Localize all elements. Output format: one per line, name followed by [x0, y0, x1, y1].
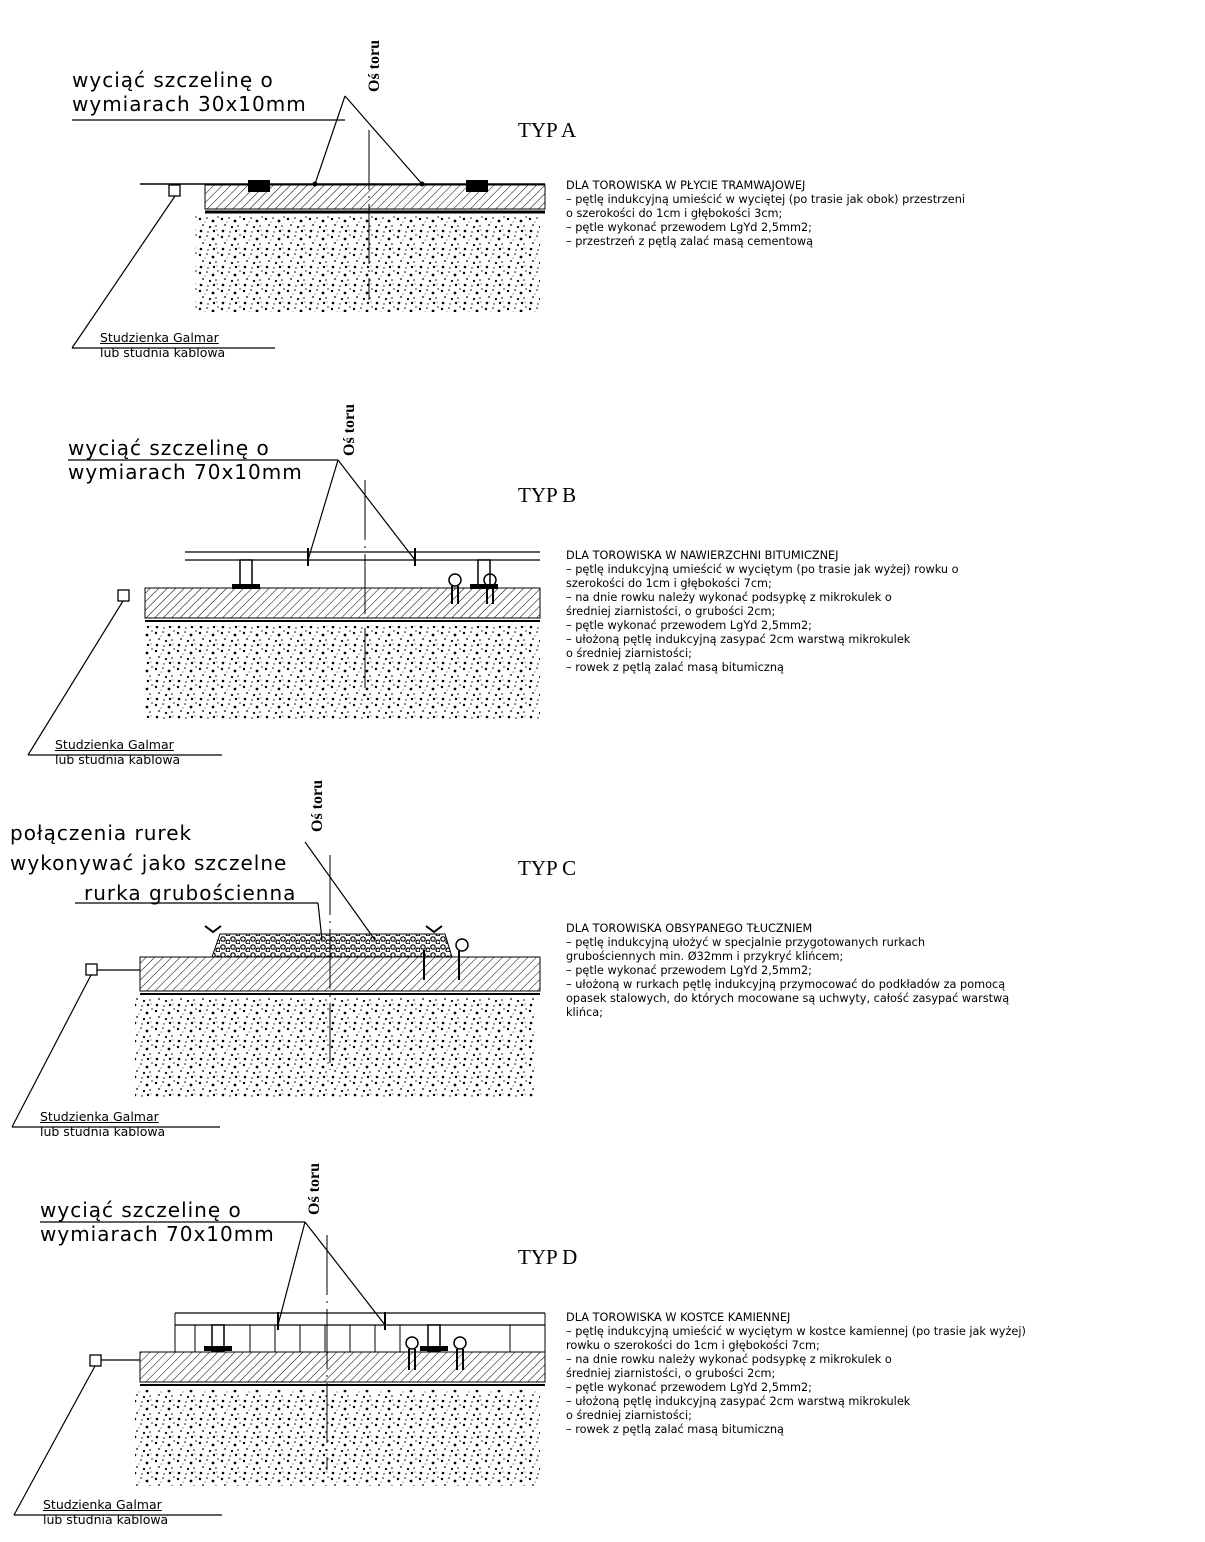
callout-line: wyciąć szczelinę o	[40, 1198, 242, 1222]
section-c-drawing	[11, 841, 541, 1128]
chamber-label: Studzienka Galmar lub studnia kablowa	[100, 330, 225, 360]
note-line: – ułożoną w rurkach pętlę indukcyjną prz…	[566, 978, 1006, 991]
callout-line: wymiarach 30x10mm	[72, 92, 307, 116]
note-line: – pętle wykonać przewodem LgYd 2,5mm2;	[566, 964, 812, 977]
callout-line: wyciąć szczelinę o	[72, 68, 274, 92]
callout-line: wyciąć szczelinę o	[68, 436, 270, 460]
notes-block: DLA TOROWISKA W NAWIERZCHNI BITUMICZNEJ …	[566, 549, 959, 675]
note-line: – przestrzeń z pętlą zalać masą cementow…	[566, 235, 814, 248]
note-line: – rowek z pętlą zalać masą bitumiczną	[566, 1423, 784, 1436]
note-line: – pętlę indukcyjną ułożyć w specjalnie p…	[566, 936, 926, 949]
track-axis-label: Oś toru	[366, 40, 383, 92]
chamber-line: lub studnia kablowa	[100, 345, 226, 360]
pipe-callout: połączenia rurek wykonywać jako szczelne…	[10, 818, 296, 908]
track-axis-label: Oś toru	[306, 1163, 323, 1215]
chamber-line: lub studnia kablowa	[43, 1512, 169, 1527]
note-line: o średniej ziarnistości;	[566, 1409, 692, 1422]
note-line: – pętle wykonać przewodem LgYd 2,5mm2;	[566, 619, 812, 632]
chamber-label: Studzienka Galmar lub studnia kablowa	[55, 737, 180, 767]
note-line: średniej ziarnistości, o grubości 2cm;	[566, 605, 776, 618]
chamber-label: Studzienka Galmar lub studnia kablowa	[40, 1109, 165, 1139]
section-a-drawing	[71, 95, 546, 349]
note-line: – ułożoną pętlę indukcyjną zasypać 2cm w…	[566, 633, 911, 646]
note-line: – pętlę indukcyjną umieścić w wyciętym w…	[566, 1325, 1026, 1338]
chamber-line: Studzienka Galmar	[43, 1497, 162, 1512]
note-line: grubościennych min. Ø32mm i przykryć kli…	[566, 950, 844, 963]
slot-callout: wyciąć szczelinę o wymiarach 30x10mm	[72, 68, 307, 116]
slot-callout: wyciąć szczelinę o wymiarach 70x10mm	[68, 436, 303, 484]
note-line: – na dnie rowku należy wykonać podsypkę …	[566, 591, 892, 604]
note-line: średniej ziarnistości, o grubości 2cm;	[566, 1367, 776, 1380]
note-line: – ułożoną pętlę indukcyjną zasypać 2cm w…	[566, 1395, 911, 1408]
notes-title: DLA TOROWISKA OBSYPANEGO TŁUCZNIEM	[566, 922, 813, 935]
notes-block: DLA TOROWISKA OBSYPANEGO TŁUCZNIEM – pęt…	[566, 922, 1009, 1020]
note-line: o szerokości do 1cm i głębokości 3cm;	[566, 207, 783, 220]
callout-line: wymiarach 70x10mm	[68, 460, 303, 484]
chamber-line: lub studnia kablowa	[55, 752, 181, 767]
notes-block: DLA TOROWISKA W PŁYCIE TRAMWAJOWEJ – pęt…	[566, 179, 965, 249]
note-line: – pętle wykonać przewodem LgYd 2,5mm2;	[566, 221, 812, 234]
callout-line: wykonywać jako szczelne	[10, 851, 288, 875]
note-line: – pętlę indukcyjną umieścić w wyciętej (…	[566, 193, 966, 206]
type-label: TYP D	[518, 1245, 578, 1269]
section-d-drawing	[13, 1221, 546, 1516]
note-line: – pętlę indukcyjną umieścić w wyciętym (…	[566, 563, 959, 576]
chamber-line: Studzienka Galmar	[100, 330, 219, 345]
track-axis-label: Oś toru	[341, 404, 358, 456]
note-line: o średniej ziarnistości;	[566, 647, 692, 660]
notes-title: DLA TOROWISKA W NAWIERZCHNI BITUMICZNEJ	[566, 549, 839, 562]
slot-callout: wyciąć szczelinę o wymiarach 70x10mm	[40, 1198, 275, 1246]
notes-title: DLA TOROWISKA W KOSTCE KAMIENNEJ	[566, 1311, 791, 1324]
note-line: opasek stalowych, do których mocowane są…	[566, 992, 1010, 1005]
callout-line: rurka grubościenna	[84, 881, 297, 905]
note-line: klińca;	[566, 1006, 603, 1019]
note-line: – rowek z pętlą zalać masą bitumiczną	[566, 661, 784, 674]
note-line: rowku o szerokości do 1cm i głębokości 7…	[566, 1339, 820, 1352]
type-label: TYP A	[518, 118, 577, 142]
note-line: szerokości do 1cm i głębokości 7cm;	[566, 577, 772, 590]
section-b-drawing	[27, 459, 541, 756]
track-axis-label: Oś toru	[309, 780, 326, 832]
type-label: TYP C	[518, 856, 577, 880]
notes-title: DLA TOROWISKA W PŁYCIE TRAMWAJOWEJ	[566, 179, 806, 192]
chamber-line: Studzienka Galmar	[40, 1109, 159, 1124]
callout-line: wymiarach 70x10mm	[40, 1222, 275, 1246]
note-line: – na dnie rowku należy wykonać podsypkę …	[566, 1353, 892, 1366]
notes-block: DLA TOROWISKA W KOSTCE KAMIENNEJ – pętlę…	[566, 1311, 1026, 1437]
callout-line: połączenia rurek	[10, 821, 193, 845]
type-label: TYP B	[518, 483, 577, 507]
note-line: – pętle wykonać przewodem LgYd 2,5mm2;	[566, 1381, 812, 1394]
chamber-line: lub studnia kablowa	[40, 1124, 166, 1139]
chamber-line: Studzienka Galmar	[55, 737, 174, 752]
chamber-label: Studzienka Galmar lub studnia kablowa	[43, 1497, 168, 1527]
